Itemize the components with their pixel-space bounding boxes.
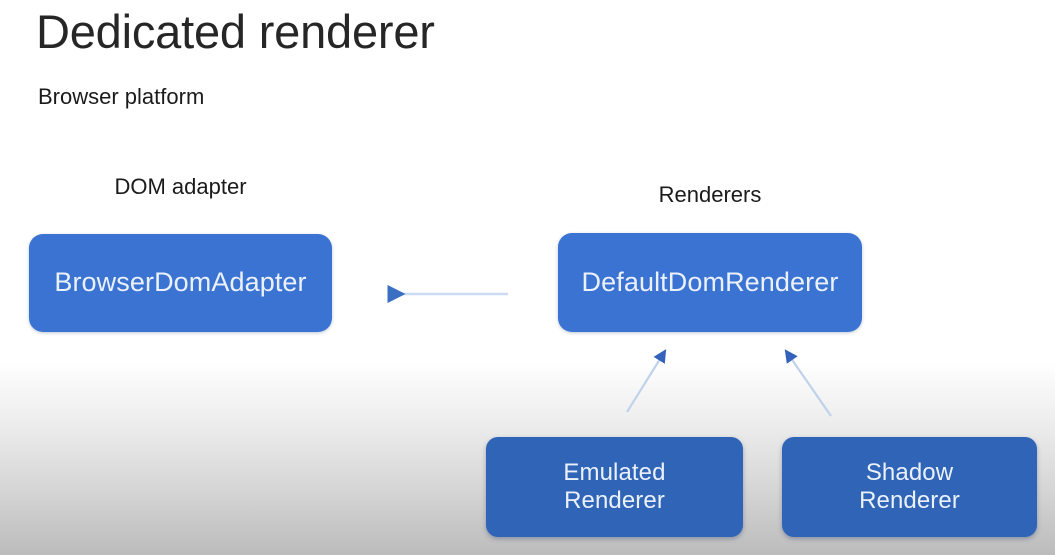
node-shadow-renderer-label-line2: Renderer: [859, 487, 960, 514]
node-browser-dom-adapter[interactable]: BrowserDomAdapter: [29, 234, 332, 332]
group-label-dom-adapter: DOM adapter: [114, 174, 247, 199]
page-subtitle: Browser platform: [38, 84, 205, 109]
node-emulated-renderer[interactable]: Emulated Renderer: [486, 437, 743, 537]
arrow-shadow-renderer-to-default-dom-renderer: [784, 349, 832, 417]
node-emulated-renderer-label-line2: Renderer: [564, 487, 665, 514]
arrow-emulated-renderer-to-default-dom-renderer: [626, 349, 667, 413]
page-title: Dedicated renderer: [36, 5, 435, 58]
node-shadow-renderer-label-line1: Shadow: [865, 458, 954, 486]
node-default-dom-renderer[interactable]: DefaultDomRenderer: [558, 233, 862, 332]
group-label-renderers: Renderers: [658, 182, 762, 207]
node-emulated-renderer-label-line1: Emulated: [563, 458, 666, 486]
node-shadow-renderer[interactable]: Shadow Renderer: [782, 437, 1037, 537]
node-default-dom-renderer-label: DefaultDomRenderer: [581, 266, 839, 297]
node-browser-dom-adapter-label: BrowserDomAdapter: [54, 267, 307, 298]
